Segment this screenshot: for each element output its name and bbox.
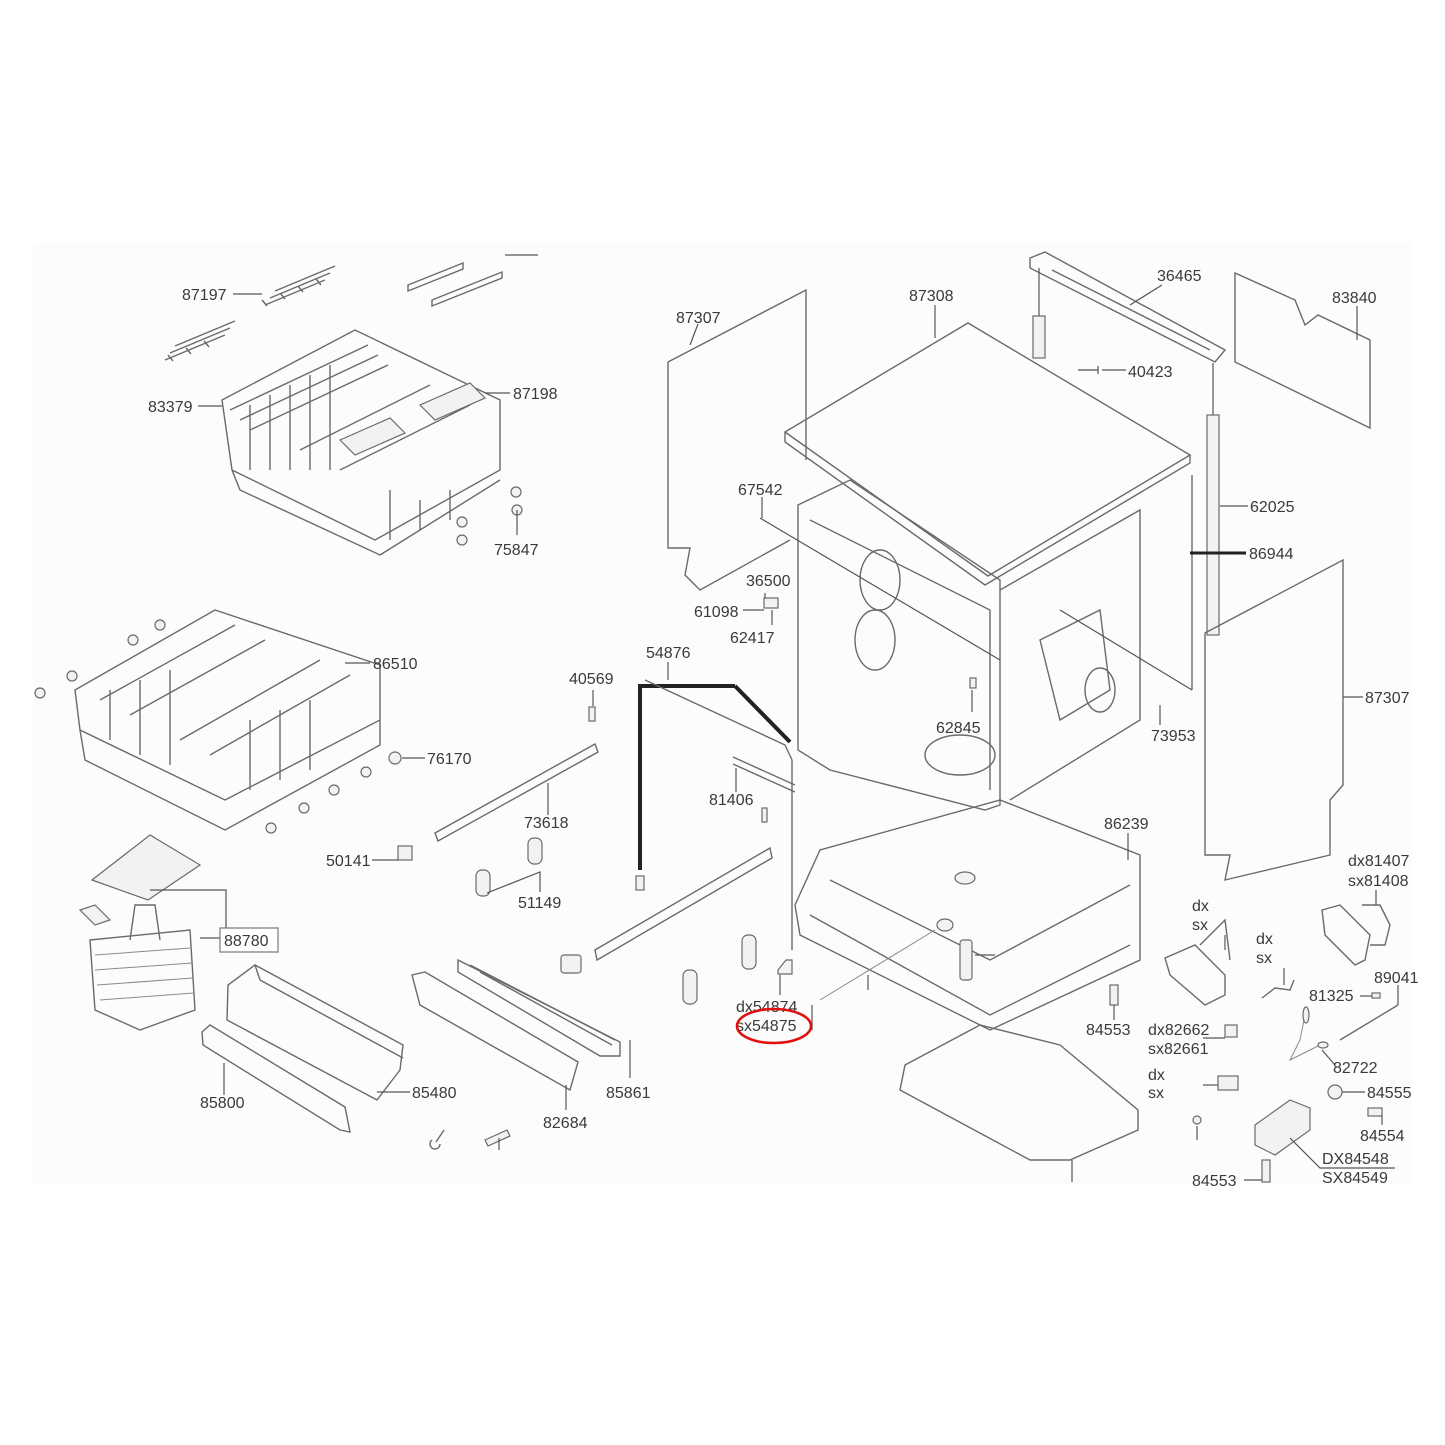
label-85800: 85800 [200,1095,245,1112]
door-seal-54876 [638,662,793,950]
trim-85800 [201,1024,351,1133]
small-fasteners [429,1129,511,1150]
label-50141: 50141 [326,853,371,870]
door-frame-82684-85861 [411,954,631,1110]
label-spring-dx: dx [1256,931,1273,948]
label-84553-top: 84553 [1086,1022,1131,1039]
cutlery-basket-88780 [78,834,279,1031]
label-hinge-dx: dx [1192,898,1209,915]
label-62845: 62845 [936,720,981,737]
label-40569: 40569 [569,671,614,688]
wheel-84555 [1327,1084,1365,1100]
label-81406: 81406 [709,792,754,809]
label-88780: 88780 [224,933,269,950]
label-87307-right: 87307 [1365,690,1410,707]
screw-40423 [1078,366,1126,374]
label-75847: 75847 [494,542,539,559]
label-82722: 82722 [1333,1060,1378,1077]
label-83840: 83840 [1332,290,1377,307]
small-parts-tub [743,497,1161,725]
label-76170: 76170 [427,751,472,768]
tub-body [759,475,1193,811]
rail-36465 [1029,251,1227,363]
label-85480: 85480 [412,1085,457,1102]
label-67542: 67542 [738,482,783,499]
label-81325: 81325 [1309,988,1354,1005]
clip-40569 [588,690,596,722]
label-54876: 54876 [646,645,691,662]
label-dx81407: dx81407 [1348,853,1409,870]
hinge-rollers [682,934,813,1030]
label-83379: 83379 [148,399,193,416]
label-spring-sx: sx [1256,950,1272,967]
spring-89041 [1339,985,1399,1041]
bracket-81407-81408 [1321,890,1391,966]
base-tray [899,1024,1139,1182]
label-62417: 62417 [730,630,775,647]
label-86944: 86944 [1249,546,1294,563]
side-panel-87307-right [1204,558,1363,881]
label-87198: 87198 [513,386,558,403]
label-clip-sx: sx [1148,1085,1164,1102]
hinge-dx-sx [1164,918,1231,1006]
label-36500: 36500 [746,573,791,590]
label-86239: 86239 [1104,816,1149,833]
basket-wheels-75847 [456,486,523,546]
clip-dx-sx [1203,1075,1239,1091]
clip-82661-82662 [1203,1024,1238,1039]
label-82684: 82684 [543,1115,588,1132]
label-hinge-sx: sx [1192,917,1208,934]
cable-82722 [1288,1006,1336,1066]
spring-hook-dx-sx [1261,968,1295,999]
label-84554: 84554 [1360,1128,1405,1145]
strip-62025 [1206,363,1248,636]
label-84555: 84555 [1367,1085,1412,1102]
top-panel-87308 [783,305,1192,586]
label-51149: 51149 [518,895,561,912]
label-87197: 87197 [182,287,227,304]
basket-wheel-76170 [345,662,425,765]
label-DX84548: DX84548 [1322,1151,1389,1168]
label-SX84549: SX84549 [1322,1170,1388,1187]
label-73618: 73618 [524,815,569,832]
label-73953: 73953 [1151,728,1196,745]
label-86510: 86510 [373,656,418,673]
label-leaders-upper [198,293,510,407]
label-87308: 87308 [909,288,954,305]
lock-84548-84549 [1254,1099,1395,1169]
pin-81325 [1360,992,1381,999]
label-87307-left: 87307 [676,310,721,327]
label-sx81408: sx81408 [1348,873,1409,890]
label-40423: 40423 [1128,364,1173,381]
clip-50141 [372,845,413,861]
clip-84554 [1367,1107,1383,1125]
label-sx82661: sx82661 [1148,1041,1209,1058]
panel-83840 [1234,271,1371,430]
washer [1192,1115,1202,1140]
door-rail [594,846,773,962]
label-dx82662: dx82662 [1148,1022,1209,1039]
rail-73618 [434,742,599,843]
label-84553-bottom: 84553 [1192,1173,1237,1190]
base-86239 [794,799,1141,1031]
label-62025: 62025 [1250,499,1295,516]
foot-84553-top [1109,984,1119,1020]
upper-basket-83379 [221,329,501,556]
rollers-51149 [475,837,543,897]
lower-basket-86510 [34,609,381,834]
label-sx54875: sx54875 [736,1018,797,1035]
label-85861: 85861 [606,1085,651,1102]
label-61098: 61098 [694,604,739,621]
label-89041: 89041 [1374,970,1419,987]
label-dx54874: dx54874 [736,999,797,1016]
label-clip-dx: dx [1148,1067,1165,1084]
foot-84553-bottom [1244,1159,1271,1183]
plinth-85480 [226,964,410,1101]
highlight-circle [735,1007,813,1045]
label-36465: 36465 [1157,268,1202,285]
strip-81406 [732,756,796,823]
side-panel-87307-left [667,288,807,591]
diagram-panel [33,242,1412,1184]
cutlery-tines-87197 [164,254,538,362]
